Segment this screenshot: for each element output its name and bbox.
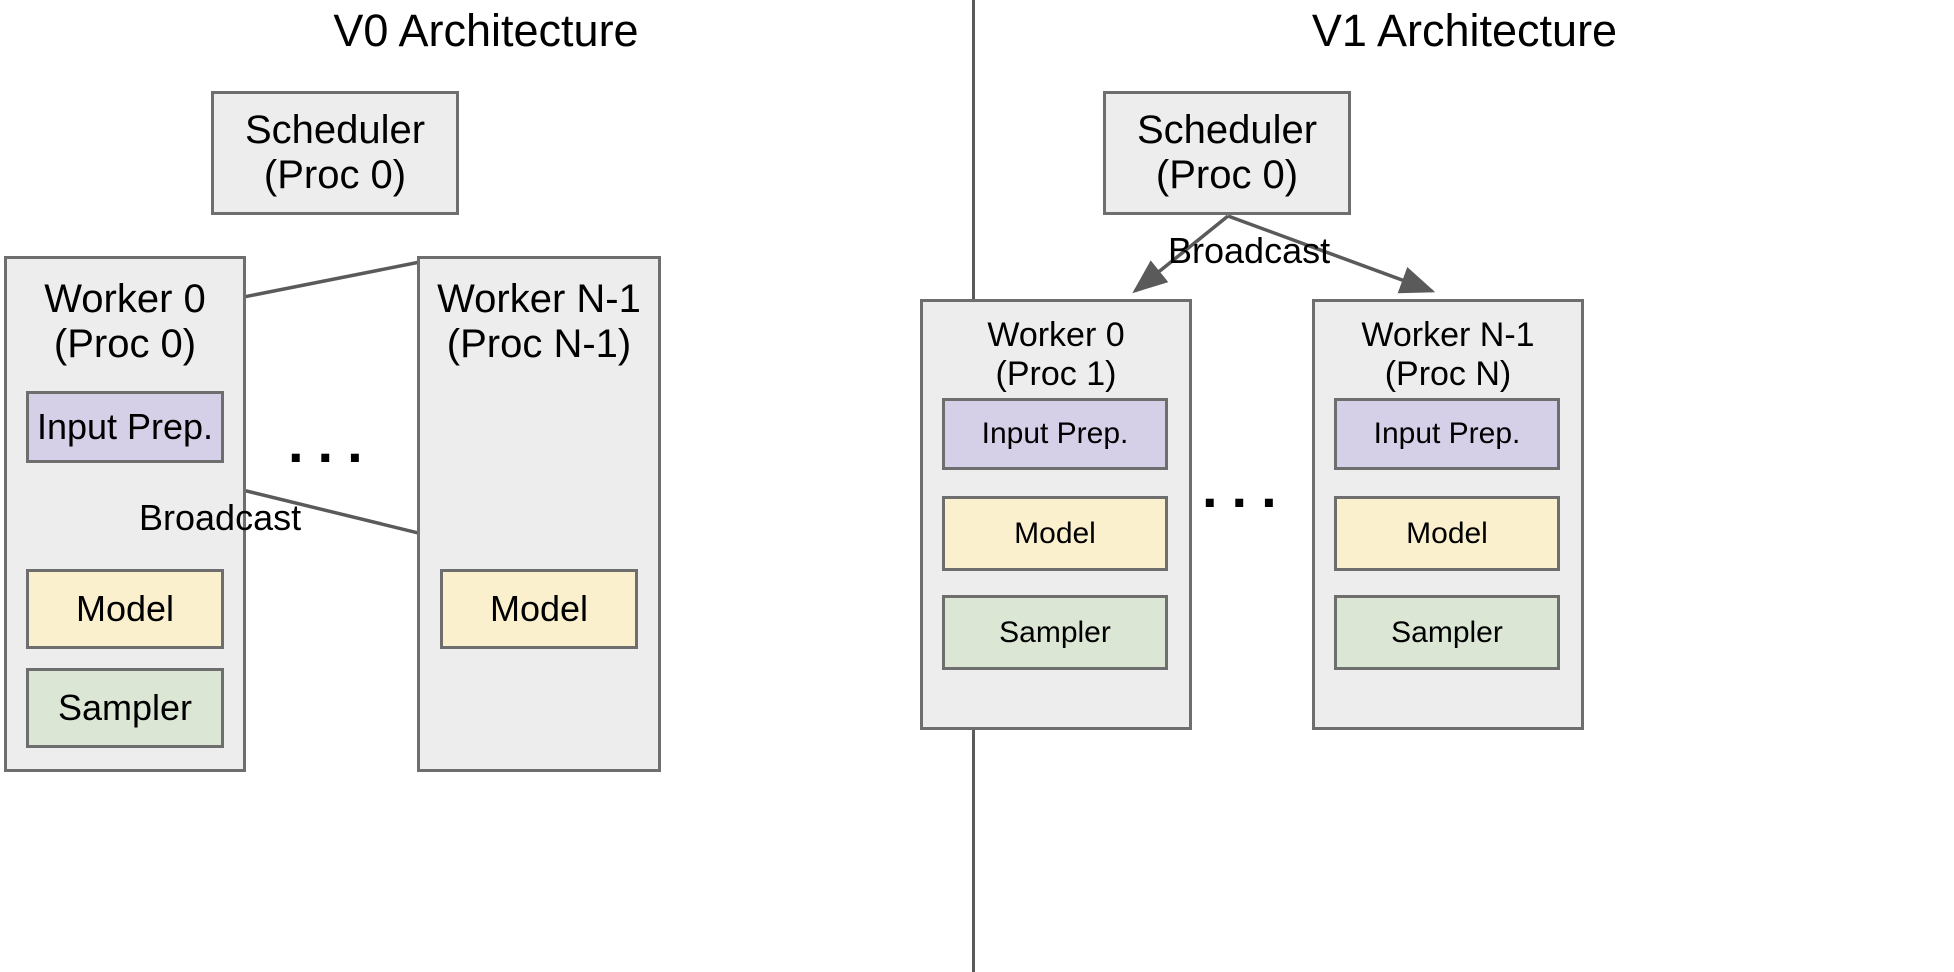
v0-worker-0-sampler-box[interactable]: Sampler xyxy=(26,668,224,748)
v1-ellipsis: ... xyxy=(1202,456,1291,519)
v0-worker-0-model-box[interactable]: Model xyxy=(26,569,224,649)
v1-worker-0-sampler-label: Sampler xyxy=(999,615,1111,649)
v1-worker-n-label: Worker N-1 (Proc N) xyxy=(1361,316,1535,393)
v1-worker-0-model-label: Model xyxy=(1014,516,1096,550)
v1-scheduler-label: Scheduler (Proc 0) xyxy=(1136,108,1318,197)
v1-scheduler-box[interactable]: Scheduler (Proc 0) xyxy=(1103,91,1351,215)
v0-worker-0-label: Worker 0 (Proc 0) xyxy=(44,277,206,366)
v0-worker-0-input-prep-label: Input Prep. xyxy=(36,406,214,447)
panel-v0-title: V0 Architecture xyxy=(333,5,639,56)
v0-worker-0-sampler-label: Sampler xyxy=(57,687,193,728)
v1-worker-n-model-box[interactable]: Model xyxy=(1334,496,1560,571)
v0-broadcast-label: Broadcast xyxy=(139,497,302,538)
v1-worker-n-model-label: Model xyxy=(1406,516,1488,550)
v0-worker-n-label: Worker N-1 (Proc N-1) xyxy=(437,277,641,366)
v1-worker-n-input-prep-box[interactable]: Input Prep. xyxy=(1334,398,1560,470)
v1-worker-0-model-box[interactable]: Model xyxy=(942,496,1168,571)
v1-worker-n-sampler-label: Sampler xyxy=(1391,615,1503,649)
panel-v0-architecture: V0 Architecture Scheduler (Proc 0) Worke… xyxy=(0,0,972,972)
v0-worker-n-model-box[interactable]: Model xyxy=(440,569,638,649)
v1-worker-0-sampler-box[interactable]: Sampler xyxy=(942,595,1168,670)
v1-worker-0-input-prep-box[interactable]: Input Prep. xyxy=(942,398,1168,470)
v0-scheduler-label: Scheduler (Proc 0) xyxy=(244,108,426,197)
v0-worker-n-box[interactable]: Worker N-1 (Proc N-1) xyxy=(417,256,661,772)
v1-worker-n-input-prep-label: Input Prep. xyxy=(1373,417,1521,450)
v1-worker-0-label: Worker 0 (Proc 1) xyxy=(987,316,1125,393)
panel-v1-title: V1 Architecture xyxy=(1311,5,1618,56)
v1-worker-0-input-prep-label: Input Prep. xyxy=(981,417,1129,450)
v0-worker-0-model-label: Model xyxy=(75,588,175,629)
v0-scheduler-box[interactable]: Scheduler (Proc 0) xyxy=(211,91,459,215)
v0-ellipsis: ... xyxy=(288,411,377,474)
panel-v1-architecture: V1 Architecture Scheduler (Proc 0) Broad… xyxy=(920,0,1954,972)
v1-broadcast-label: Broadcast xyxy=(1168,230,1331,271)
v0-worker-0-input-prep-box[interactable]: Input Prep. xyxy=(26,391,224,463)
v0-worker-n-model-label: Model xyxy=(489,588,589,629)
v1-worker-n-sampler-box[interactable]: Sampler xyxy=(1334,595,1560,670)
